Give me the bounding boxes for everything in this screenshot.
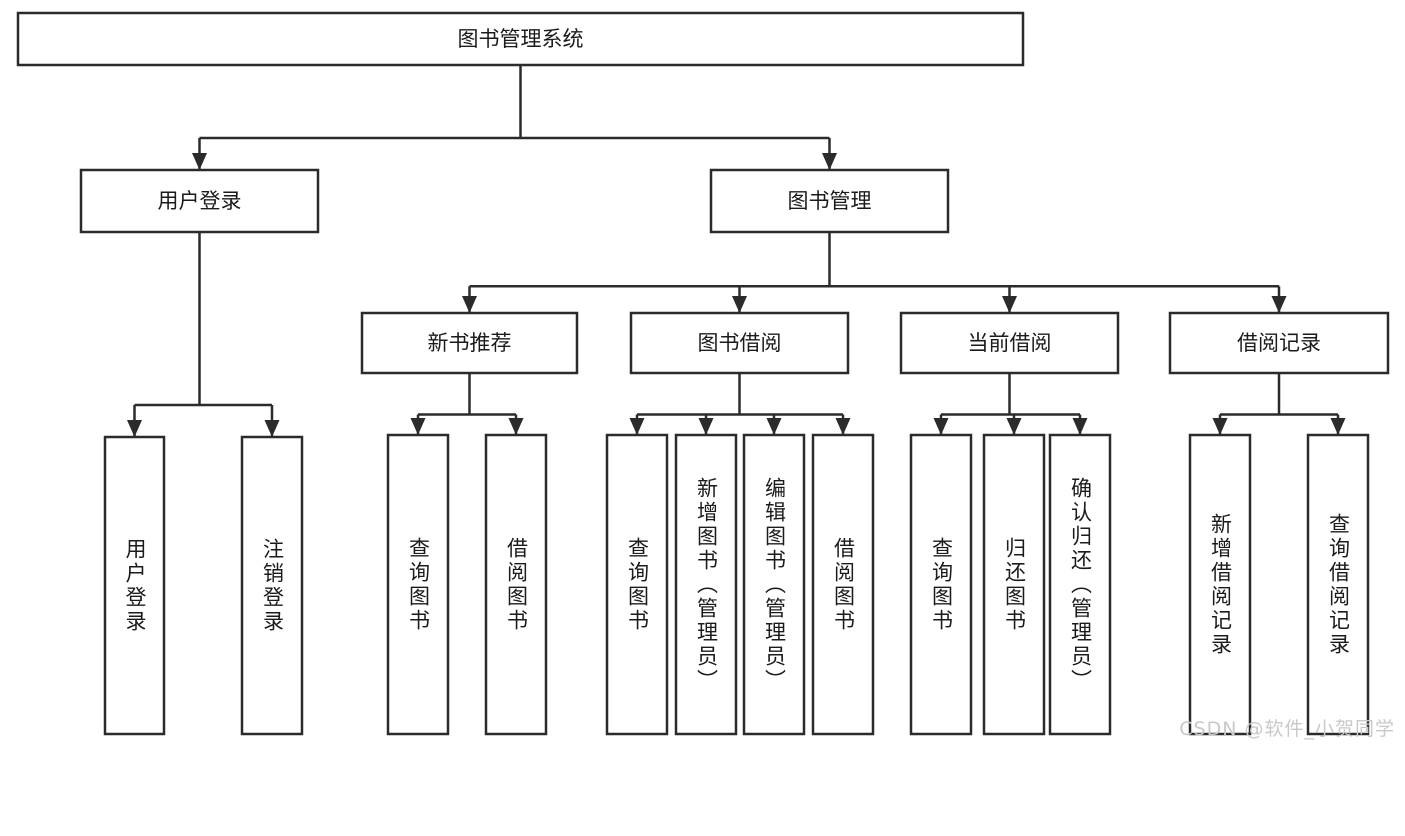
connector-layer <box>127 65 1346 437</box>
node-label-book-borrow: 图书借阅 <box>698 331 782 355</box>
node-box-leaf-query-record <box>1306 433 1370 736</box>
arrow-head-icon-new-book-rec <box>462 296 477 313</box>
arrow-head-icon-leaf-edit-book <box>766 418 782 435</box>
arrow-head-icon-current-borrow <box>1002 296 1017 313</box>
arrow-head-icon-user-login <box>192 153 207 170</box>
arrow-head-icon-leaf-query-book-2 <box>629 418 645 435</box>
arrow-head-icon-leaf-add-record <box>1212 418 1228 435</box>
arrow-head-icon-leaf-add-book <box>698 418 714 435</box>
arrow-head-icon-leaf-query-book-1 <box>410 418 426 435</box>
node-box-current-borrow <box>899 311 1120 375</box>
node-box-leaf-add-book <box>674 433 738 736</box>
arrow-head-icon-leaf-query-record <box>1330 418 1346 435</box>
node-box-user-login <box>79 168 320 234</box>
node-label-borrow-record: 借阅记录 <box>1237 331 1321 355</box>
node-box-leaf-return-book <box>982 433 1046 736</box>
node-box-book-manage <box>709 168 950 234</box>
node-box-leaf-borrow-book-2 <box>811 433 875 736</box>
node-label-user-login: 用户登录 <box>158 189 242 213</box>
arrow-head-icon-leaf-return-book <box>1006 418 1022 435</box>
node-box-leaf-borrow-book-1 <box>484 433 548 736</box>
arrow-head-icon-leaf-borrow-book-2 <box>835 418 851 435</box>
node-label-book-manage: 图书管理 <box>788 189 872 213</box>
node-box-root <box>16 11 1025 67</box>
arrow-head-icon-borrow-record <box>1271 296 1287 313</box>
arrow-head-icon-book-borrow <box>732 296 747 313</box>
node-box-layer <box>16 11 1390 736</box>
arrow-head-icon-leaf-logout <box>264 420 280 437</box>
node-box-leaf-user-login <box>103 435 166 736</box>
arrow-head-icon-leaf-confirm-return <box>1072 418 1088 435</box>
node-box-leaf-query-book-1 <box>386 433 450 736</box>
node-box-book-borrow <box>629 311 850 375</box>
arrow-head-icon-leaf-query-book-3 <box>933 418 949 435</box>
node-label-new-book-rec: 新书推荐 <box>428 331 512 355</box>
node-label-current-borrow: 当前借阅 <box>968 331 1052 355</box>
node-box-borrow-record <box>1168 311 1390 375</box>
node-box-leaf-edit-book <box>742 433 806 736</box>
arrow-head-icon-leaf-borrow-book-1 <box>508 418 524 435</box>
arrow-head-icon-book-manage <box>822 153 837 170</box>
node-label-root: 图书管理系统 <box>458 27 584 51</box>
diagram-canvas: 图书管理系统用户登录图书管理新书推荐图书借阅当前借阅借阅记录 用户登录注销登录查… <box>16 11 1394 740</box>
node-box-leaf-logout <box>240 435 304 736</box>
node-box-leaf-query-book-2 <box>605 433 669 736</box>
arrow-head-icon-leaf-user-login <box>127 420 142 437</box>
node-box-leaf-confirm-return <box>1048 433 1112 736</box>
node-box-leaf-query-book-3 <box>909 433 973 736</box>
node-box-leaf-add-record <box>1188 433 1252 736</box>
node-box-new-book-rec <box>360 311 579 375</box>
